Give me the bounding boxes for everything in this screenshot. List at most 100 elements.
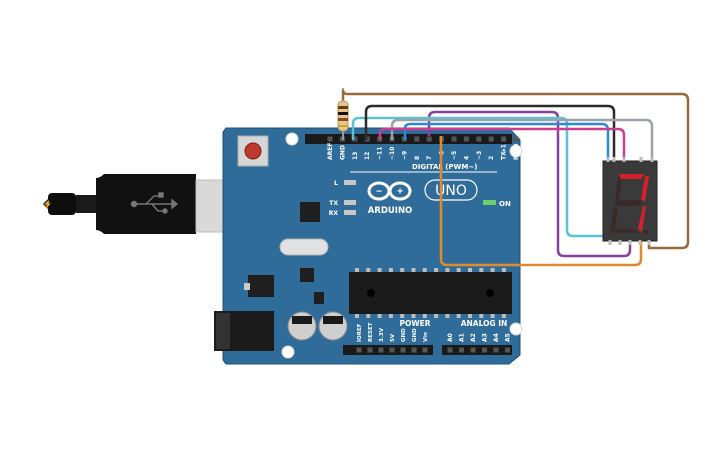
chip-notch — [367, 289, 375, 297]
display-pin[interactable] — [647, 240, 651, 245]
chip-leg — [445, 314, 450, 318]
resistor[interactable] — [337, 88, 349, 140]
digital-pin-label: ~9 — [401, 151, 408, 160]
digital-pin-label: AREF — [327, 143, 334, 160]
chip-leg — [355, 314, 359, 318]
power-pin-socket[interactable] — [400, 347, 406, 353]
wire-brown[interactable] — [341, 89, 690, 250]
power-label: POWER — [399, 319, 430, 328]
resistor-band — [338, 106, 348, 109]
wire-purple[interactable] — [427, 110, 632, 258]
digital-pin-label: ~11 — [377, 147, 384, 160]
display-pin[interactable] — [638, 240, 642, 245]
wire-orange[interactable] — [439, 136, 643, 267]
digital-pin-socket[interactable] — [463, 136, 469, 142]
reset-button[interactable] — [244, 142, 262, 160]
power-pin-socket[interactable] — [356, 347, 362, 353]
display-pin[interactable] — [622, 157, 626, 162]
power-pin-label: GND — [401, 328, 407, 342]
chip-leg — [366, 314, 371, 318]
digital-pin-socket[interactable] — [414, 136, 420, 142]
power-pin-socket[interactable] — [411, 347, 417, 353]
crystal-oscillator — [279, 238, 329, 256]
wire-blue[interactable] — [403, 122, 610, 160]
digital-pin-label: RX◂0 — [513, 144, 520, 160]
chip-leg — [355, 268, 359, 272]
power-pin-socket[interactable] — [367, 347, 373, 353]
chip-leg — [400, 314, 405, 318]
segment-f — [615, 176, 622, 202]
chip-leg — [434, 314, 439, 318]
small-transistor — [314, 292, 324, 304]
led-l-label: L — [334, 180, 338, 187]
model-badge — [424, 179, 478, 201]
digital-pin-socket[interactable] — [352, 136, 358, 142]
chip-leg — [422, 268, 427, 272]
display-pin[interactable] — [618, 240, 622, 245]
wire-black[interactable] — [364, 104, 616, 160]
usb-cable-strain — [76, 195, 98, 213]
display-pin[interactable] — [639, 157, 643, 162]
digital-pin-socket[interactable] — [513, 136, 519, 142]
power-header — [343, 345, 433, 355]
display-pin[interactable] — [612, 157, 616, 162]
wire-gray[interactable] — [390, 118, 654, 160]
power-pin-socket[interactable] — [378, 347, 384, 353]
power-jack-front — [216, 313, 230, 349]
digital-pin-socket[interactable] — [501, 136, 507, 142]
segment-g — [615, 200, 642, 206]
analog-pin-label: A5 — [505, 333, 512, 342]
digital-pin-socket[interactable] — [426, 136, 432, 142]
mounting-hole — [509, 322, 523, 336]
segment-a — [619, 174, 644, 179]
power-pin-socket[interactable] — [422, 347, 428, 353]
digital-pin-label: ~10 — [389, 147, 396, 160]
digital-pin-socket[interactable] — [327, 136, 333, 142]
analog-pin-label: A2 — [470, 333, 477, 342]
mounting-hole — [509, 144, 523, 158]
usb-cable-end — [48, 193, 76, 215]
analog-label: ANALOG IN — [461, 319, 508, 328]
digital-header — [305, 134, 512, 144]
display-pin[interactable] — [608, 240, 612, 245]
analog-pin-socket[interactable] — [459, 347, 464, 353]
power-pin-socket[interactable] — [389, 347, 395, 353]
analog-pin-socket[interactable] — [470, 347, 476, 353]
analog-pin-socket[interactable] — [505, 347, 510, 353]
power-pin-label: RESET — [368, 322, 374, 342]
led-tx-label: TX — [329, 200, 338, 207]
wires — [341, 89, 690, 267]
segment-dp — [644, 230, 648, 234]
segment-e — [610, 206, 618, 232]
logo-minus: − — [376, 187, 382, 198]
led-on-label: ON — [499, 200, 511, 208]
seven-segment-display[interactable]: 7 — [602, 157, 658, 245]
usb-symbol-icon — [130, 192, 179, 214]
digital-pin-socket[interactable] — [451, 136, 457, 142]
digital-pin-label: ~5 — [451, 151, 458, 160]
arduino-board[interactable]: L TX RX − + ARDUINO UNO ON DIGITAL (PWM~… — [214, 127, 523, 365]
analog-pin-label: A3 — [482, 333, 489, 342]
led-rx — [344, 210, 356, 215]
analog-pin-socket[interactable] — [493, 347, 499, 353]
chip-leg — [422, 314, 427, 318]
display-pin[interactable] — [628, 240, 632, 245]
power-pin-label: IOREF — [357, 323, 363, 342]
led-tx — [344, 200, 356, 205]
chip-leg — [501, 314, 506, 318]
analog-header — [442, 345, 512, 355]
wire-magenta[interactable] — [378, 127, 626, 160]
digital-pin-socket[interactable] — [476, 136, 482, 142]
atmega-chip — [349, 272, 512, 314]
small-chip — [300, 268, 314, 282]
power-pin-label: 3.3V — [379, 327, 385, 342]
usb-chip — [300, 202, 320, 222]
analog-pin-socket[interactable] — [447, 347, 453, 353]
led-rx-label: RX — [329, 210, 339, 217]
analog-pin-socket[interactable] — [482, 347, 487, 353]
chip-leg — [377, 268, 382, 272]
display-pin[interactable] — [650, 157, 654, 162]
display-pin[interactable] — [606, 157, 610, 162]
chip-leg — [411, 268, 416, 272]
digital-pin-socket[interactable] — [488, 136, 494, 142]
